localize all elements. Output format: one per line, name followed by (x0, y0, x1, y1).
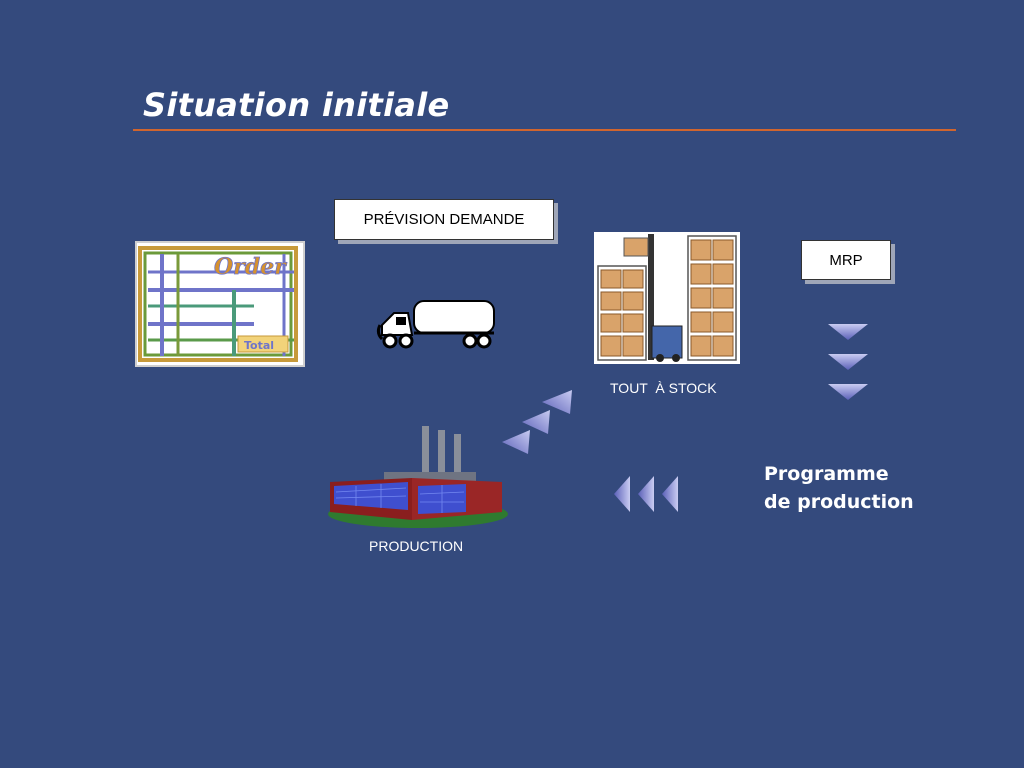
production-schedule-line1: Programme (764, 463, 889, 485)
diagonal-arrow-icon (502, 430, 530, 454)
truck-icon (376, 300, 495, 349)
warehouse-boxes (600, 239, 734, 357)
mrp-label: MRP (829, 251, 863, 269)
factory-icon (328, 426, 508, 528)
down-arrow-icon (828, 384, 868, 400)
down-arrows (828, 324, 868, 400)
production-schedule-line2: de production (764, 491, 914, 513)
factory-label: PRODUCTION (369, 538, 464, 554)
order-form-icon: Order Total (135, 241, 305, 367)
left-arrow-icon (638, 476, 654, 512)
warehouse-label: TOUT À STOCK (610, 380, 717, 396)
title-underline (133, 129, 956, 131)
warehouse-icon (594, 232, 740, 364)
diagonal-arrows (502, 390, 572, 454)
demand-forecast-label: PRÉVISION DEMANDE (363, 211, 525, 228)
order-form-title: Order (214, 254, 287, 280)
production-schedule-label: Programme de production (764, 460, 914, 516)
down-arrow-icon (828, 354, 868, 370)
left-arrow-icon (662, 476, 678, 512)
diagonal-arrow-icon (542, 390, 572, 414)
mrp-box: MRP (801, 240, 891, 280)
left-arrows (614, 476, 678, 512)
diagonal-arrow-icon (522, 410, 550, 434)
slide-title: Situation initiale (143, 86, 450, 124)
down-arrow-icon (828, 324, 868, 340)
order-form-total: Total (244, 339, 274, 352)
demand-forecast-box: PRÉVISION DEMANDE (334, 199, 554, 240)
left-arrow-icon (614, 476, 630, 512)
